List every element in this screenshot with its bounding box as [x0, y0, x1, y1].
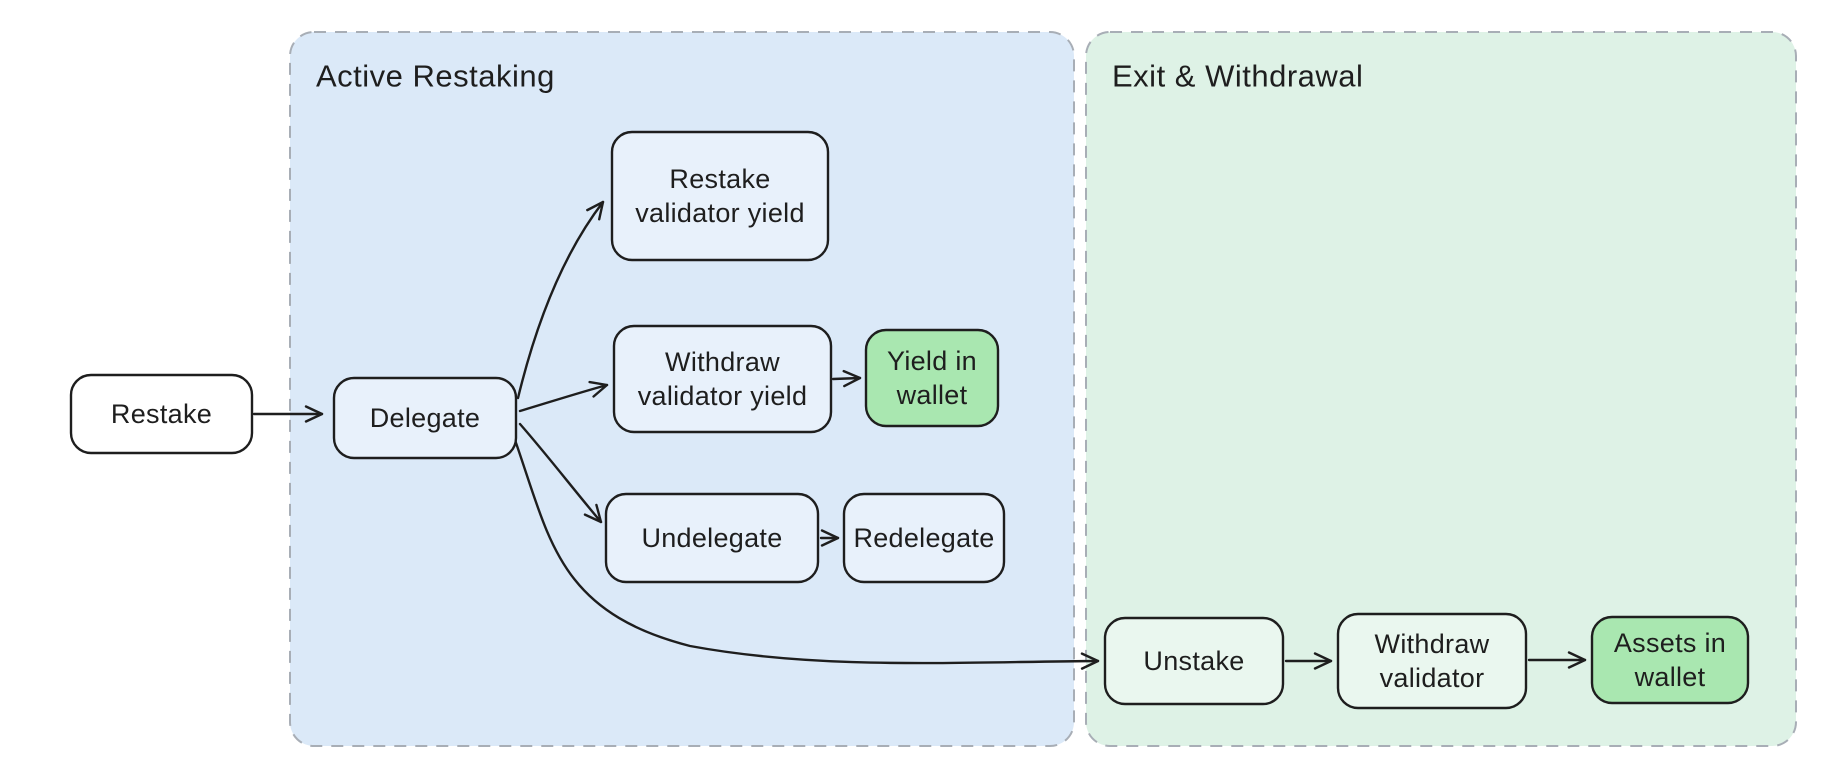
node-label-line: Restake: [669, 164, 770, 194]
node-label-line: Delegate: [370, 403, 480, 433]
edge-delegate-to-unstake: [513, 438, 1100, 670]
node-label-line: Assets in: [1614, 628, 1726, 658]
node-delegate: [332, 376, 518, 460]
node-label-yield-in-wallet: Yield in wallet: [887, 346, 977, 410]
node-unstake: [1103, 616, 1285, 706]
edge-delegate-to-withdraw-validator-yield: [518, 380, 609, 413]
node-label-line: Restake: [111, 399, 212, 429]
node-restake-validator-yield: [610, 130, 830, 262]
node-withdraw-validator: [1336, 612, 1528, 710]
node-label-unstake: Unstake: [1143, 646, 1244, 676]
node-label-line: wallet: [1634, 662, 1706, 692]
node-label-line: wallet: [896, 380, 968, 410]
edge-delegate-to-undelegate: [518, 422, 603, 524]
node-redelegate: [842, 492, 1006, 584]
region-label-exit-withdrawal: Exit & Withdrawal: [1112, 59, 1363, 94]
node-label-withdraw-validator: Withdraw validator: [1375, 629, 1490, 693]
node-label-undelegate: Undelegate: [641, 523, 782, 553]
edges-layer: [252, 200, 1587, 670]
node-restake: [69, 373, 254, 455]
node-label-line: validator: [1380, 663, 1485, 693]
node-label-withdraw-validator-yield: Withdraw validator yield: [638, 347, 808, 411]
node-label-redelegate: Redelegate: [853, 523, 994, 553]
node-label-restake-validator-yield: Restake validator yield: [635, 164, 805, 228]
node-label-line: Yield in: [887, 346, 977, 376]
node-undelegate: [604, 492, 820, 584]
regions-layer: Active Restaking Exit & Withdrawal: [289, 31, 1797, 747]
node-label-restake: Restake: [111, 399, 212, 429]
node-label-line: Undelegate: [641, 523, 782, 553]
node-label-assets-in-wallet: Assets in wallet: [1614, 628, 1726, 692]
node-label-delegate: Delegate: [370, 403, 480, 433]
edge-withdraw-validator-yield-to-yield-in-wallet: [831, 369, 862, 388]
region-label-active-restaking: Active Restaking: [316, 59, 555, 94]
node-assets-in-wallet: [1590, 615, 1750, 705]
node-label-line: Redelegate: [853, 523, 994, 553]
node-yield-in-wallet: [864, 328, 1000, 428]
edge-delegate-to-restake-validator-yield: [516, 200, 605, 400]
node-label-line: Withdraw: [665, 347, 780, 377]
node-withdraw-validator-yield: [612, 324, 833, 434]
node-label-line: validator yield: [638, 381, 808, 411]
node-label-line: Withdraw: [1375, 629, 1490, 659]
node-label-line: Unstake: [1143, 646, 1244, 676]
region-exit-withdrawal: [1085, 31, 1797, 747]
node-label-line: validator yield: [635, 198, 805, 228]
